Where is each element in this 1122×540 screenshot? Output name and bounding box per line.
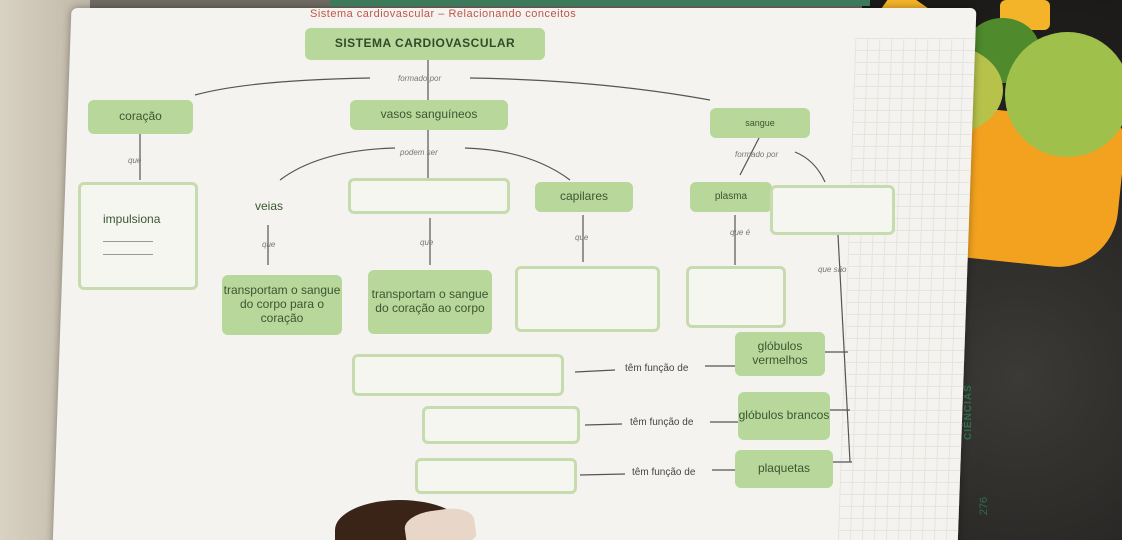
arrow-fn2: [584, 423, 623, 426]
node-capilares-text: capilares: [559, 189, 609, 204]
node-coracao: coração: [88, 100, 193, 134]
blank-box-fn-plaquetas[interactable]: [415, 458, 577, 494]
function-label-3: têm função de: [632, 467, 696, 478]
blank-box-plasma-fn[interactable]: [686, 266, 786, 328]
arrow-to-sangue: [469, 77, 711, 101]
line-sangue-plasma: [739, 135, 761, 176]
blank-box-capilares-fn[interactable]: [515, 266, 660, 332]
line-que-sao: [837, 234, 851, 463]
connector-podem-ser: podem ser: [400, 148, 438, 157]
node-globulos-brancos: glóbulos brancos: [738, 392, 830, 440]
node-sangue-text: sangue: [745, 117, 775, 128]
node-vasos-text: vasos sanguíneos: [380, 107, 478, 122]
node-plasma: plasma: [690, 182, 772, 212]
arrow-to-coracao: [194, 77, 371, 96]
page-header: Sistema cardiovascular – Relacionando co…: [310, 8, 577, 20]
node-gb-text: glóbulos brancos: [738, 408, 830, 423]
blank-line: [103, 240, 153, 242]
node-impulsiona: impulsiona: [78, 182, 198, 290]
arrow-fn1: [574, 369, 616, 373]
title-text: SISTEMA CARDIOVASCULAR: [334, 36, 516, 51]
blank-box-fn-gb[interactable]: [422, 406, 580, 444]
node-vasos: vasos sanguíneos: [350, 100, 508, 130]
arrow-to-veias: [279, 147, 396, 181]
arrow-to-blank-right: [794, 151, 826, 183]
title-box: SISTEMA CARDIOVASCULAR: [305, 28, 545, 60]
connector-formado-por-right: formado por: [735, 150, 779, 159]
connector-que-sao: que são: [818, 265, 847, 274]
subject-label: CIÊNCIAS: [963, 384, 974, 440]
node-impulsiona-text: impulsiona: [103, 212, 161, 226]
node-gv-text: glóbulos vermelhos: [752, 339, 808, 367]
node-veias-text: veias: [254, 199, 283, 214]
function-label-1: têm função de: [625, 363, 689, 374]
header-band: [330, 0, 870, 6]
node-coracao-text: coração: [119, 109, 162, 124]
node-globulos-vermelhos: glóbulos vermelhos: [735, 332, 825, 376]
blank-box-arterias[interactable]: [348, 178, 510, 214]
node-plaquetas: plaquetas: [735, 450, 833, 488]
connector-que-left: que: [128, 156, 142, 165]
connector-que-e: que é: [730, 228, 751, 237]
node-veias: veias: [238, 192, 300, 222]
node-plasma-text: plasma: [714, 191, 748, 203]
blank-line: [103, 253, 153, 255]
node-transportam-corpo-text: transportam o sangue do corpo para o cor…: [223, 283, 341, 325]
blank-box-elementos[interactable]: [770, 185, 895, 235]
node-capilares: capilares: [535, 182, 633, 212]
blank-box-fn-gv[interactable]: [352, 354, 564, 396]
page-number: 276: [978, 496, 991, 516]
connector-formado-por: formado por: [398, 74, 442, 83]
arrow-fn3: [579, 473, 626, 476]
connector-que-veias: que: [262, 240, 276, 249]
node-transportam-coracao-text: transportam o sangue do coração ao corpo: [371, 287, 489, 315]
node-sangue: sangue: [710, 108, 810, 138]
node-transportam-coracao: transportam o sangue do coração ao corpo: [368, 270, 492, 334]
function-label-2: têm função de: [630, 417, 694, 428]
node-plaquetas-text: plaquetas: [757, 461, 811, 476]
connector-que-middle: que: [420, 238, 434, 247]
arrow-to-capilares: [464, 147, 571, 181]
node-transportam-corpo: transportam o sangue do corpo para o cor…: [222, 275, 342, 335]
fruit-apple: [1005, 32, 1122, 157]
connector-que-capilares: que: [575, 233, 589, 242]
